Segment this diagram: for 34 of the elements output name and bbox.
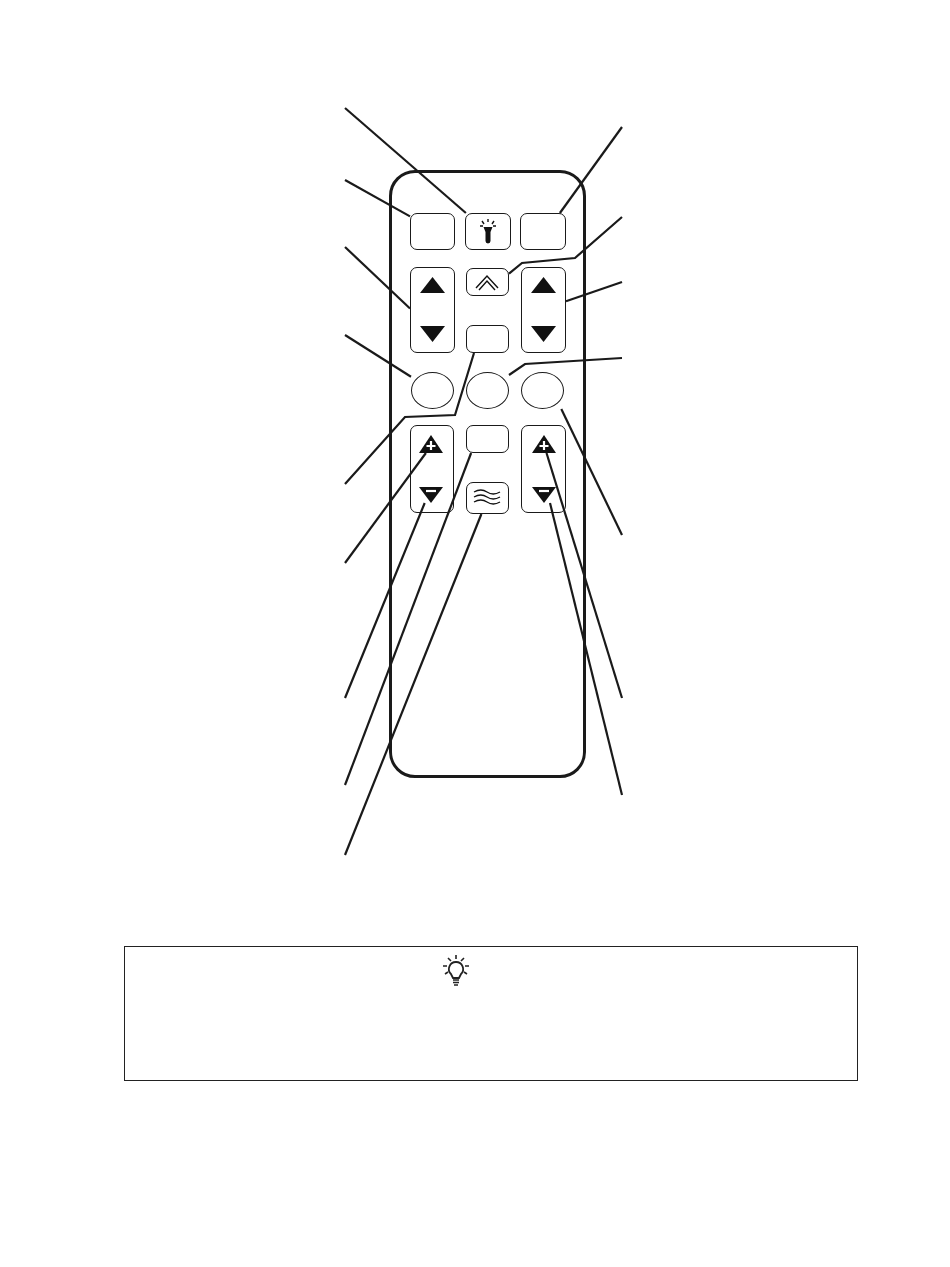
leader-line [560, 408, 623, 536]
rocker-button [410, 267, 455, 353]
leader-line [344, 334, 412, 378]
leader-line [508, 356, 623, 376]
leader-line [344, 352, 476, 485]
minus-triangle [418, 486, 443, 503]
rocker-button [521, 267, 566, 353]
leader-line [344, 179, 411, 218]
oval-button [521, 372, 564, 409]
oval-button [411, 372, 454, 409]
leader-line [344, 107, 467, 214]
leader-line [545, 452, 624, 699]
rocker-button [410, 425, 454, 513]
rocker-button [521, 425, 566, 513]
oval-button [466, 372, 509, 409]
leader-line [344, 502, 426, 699]
leader-line [559, 126, 623, 214]
minus-triangle [531, 486, 556, 503]
leader-line [344, 246, 411, 310]
leader-line [508, 216, 623, 275]
remote-button [466, 482, 509, 514]
remote-button [466, 268, 509, 296]
leader-line [343, 452, 473, 786]
remote-button [520, 213, 566, 250]
remote-button [410, 213, 455, 250]
remote-body [389, 170, 586, 778]
leader-line [565, 280, 623, 303]
plus-triangle [418, 434, 443, 453]
leader-line [548, 502, 624, 796]
remote-button [466, 325, 509, 353]
remote-button [466, 425, 509, 453]
plus-triangle [531, 434, 556, 453]
leader-line [343, 513, 483, 856]
remote-button [465, 213, 511, 250]
